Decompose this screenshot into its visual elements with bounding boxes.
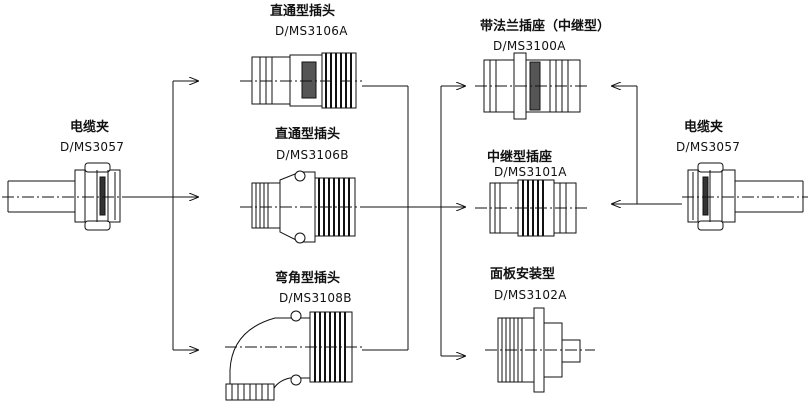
receptacle-1-name: 带法兰插座（中继型）	[480, 19, 611, 34]
right-clamp-name: 电缆夹	[684, 120, 724, 135]
receptacle-3-name: 面板安装型	[490, 267, 556, 282]
plug-3-name: 弯角型插头	[275, 271, 341, 286]
right-clamp-part: D/MS3057	[676, 140, 741, 154]
receptacle-2-part: D/MS3101A	[494, 165, 567, 179]
left-cable-clamp-icon	[7, 162, 121, 231]
receptacle-1-part: D/MS3100A	[493, 39, 566, 53]
plug-3-part: D/MS3108B	[279, 291, 352, 305]
plug-1-name: 直通型插头	[270, 4, 336, 19]
receptacle-3101a-icon	[489, 179, 577, 237]
centerlines	[2, 80, 808, 351]
left-clamp-part: D/MS3057	[60, 140, 125, 154]
right-cable-clamp-icon	[687, 162, 804, 231]
plug-2-part: D/MS3106B	[276, 148, 349, 162]
plug-2-name: 直通型插头	[275, 127, 341, 142]
plug-1-part: D/MS3106A	[275, 24, 348, 38]
left-clamp-name: 电缆夹	[70, 120, 110, 135]
plug-3108b-icon	[225, 310, 353, 401]
receptacle-3-part: D/MS3102A	[494, 288, 567, 302]
flow-arrows	[128, 81, 682, 356]
receptacle-2-name: 中继型插座	[487, 150, 553, 165]
